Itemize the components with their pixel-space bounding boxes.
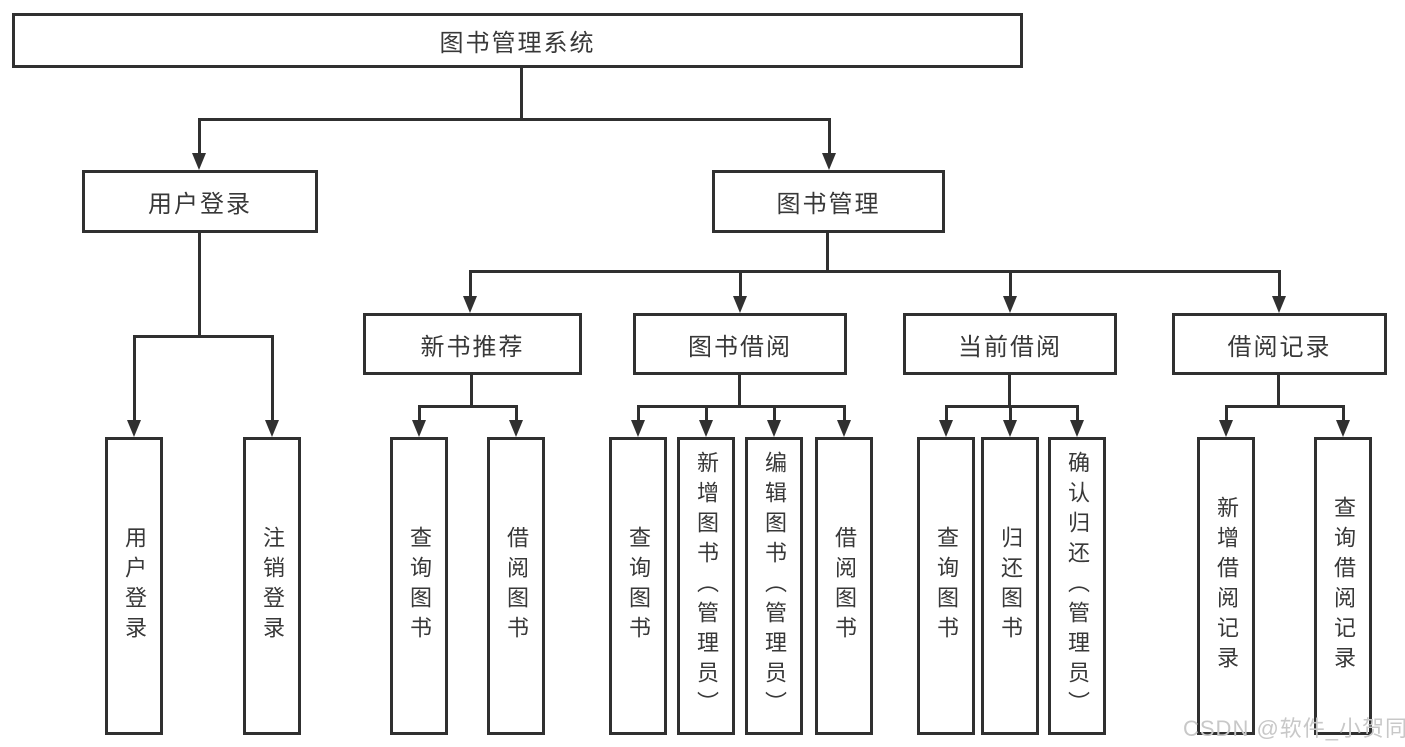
leaf-edit-book-admin-label: 编辑图书（管理员） xyxy=(762,451,787,721)
node-book-management: 图书管理 xyxy=(712,170,945,233)
connector-branch xyxy=(1225,405,1345,408)
connector-child-drop xyxy=(198,118,201,154)
connector-branch xyxy=(133,335,274,338)
connector-branch xyxy=(198,118,831,121)
connector-child-drop xyxy=(739,270,742,297)
node-new-book-recommendation-label: 新书推荐 xyxy=(420,333,525,361)
connector-child-drop xyxy=(773,405,776,421)
leaf-borrow-books-2: 借阅图书 xyxy=(815,437,873,735)
node-user-login-label: 用户登录 xyxy=(148,191,252,218)
leaf-query-borrow-record: 查询借阅记录 xyxy=(1314,437,1372,735)
connector-parent-drop xyxy=(1277,375,1280,407)
node-root: 图书管理系统 xyxy=(12,13,1023,68)
node-book-borrowing: 图书借阅 xyxy=(633,313,847,375)
node-current-borrowing-label: 当前借阅 xyxy=(958,333,1062,361)
arrowhead-down xyxy=(631,420,645,437)
connector-child-drop xyxy=(515,405,518,421)
arrowhead-down xyxy=(733,296,747,313)
node-book-borrowing-label: 图书借阅 xyxy=(688,333,792,361)
leaf-user-login: 用户登录 xyxy=(105,437,163,735)
leaf-query-books-1-label: 查询图书 xyxy=(407,526,432,646)
connector-child-drop xyxy=(1278,270,1281,297)
connector-child-drop xyxy=(271,335,274,421)
connector-child-drop xyxy=(1009,270,1012,297)
connector-child-drop xyxy=(1342,405,1345,421)
leaf-query-borrow-record-label: 查询借阅记录 xyxy=(1331,496,1356,676)
arrowhead-down xyxy=(822,153,836,170)
node-current-borrowing: 当前借阅 xyxy=(903,313,1117,375)
arrowhead-down xyxy=(939,420,953,437)
arrowhead-down xyxy=(1272,296,1286,313)
connector-child-drop xyxy=(1225,405,1228,421)
leaf-logout: 注销登录 xyxy=(243,437,301,735)
node-new-book-recommendation: 新书推荐 xyxy=(363,313,582,375)
connector-child-drop xyxy=(705,405,708,421)
connector-child-drop xyxy=(945,405,948,421)
arrowhead-down xyxy=(1336,420,1350,437)
leaf-query-books-1: 查询图书 xyxy=(390,437,448,735)
connector-child-drop xyxy=(843,405,846,421)
arrowhead-down xyxy=(192,153,206,170)
arrowhead-down xyxy=(463,296,477,313)
arrowhead-down xyxy=(1003,296,1017,313)
leaf-add-book-admin: 新增图书（管理员） xyxy=(677,437,735,735)
leaf-borrow-books-1-label: 借阅图书 xyxy=(504,526,529,646)
arrowhead-down xyxy=(265,420,279,437)
connector-parent-drop xyxy=(1008,375,1011,407)
node-borrowing-records-label: 借阅记录 xyxy=(1227,333,1332,361)
node-book-management-label: 图书管理 xyxy=(776,191,881,218)
connector-branch xyxy=(418,405,518,408)
connector-child-drop xyxy=(1009,405,1012,421)
leaf-query-books-2-label: 查询图书 xyxy=(626,526,651,646)
arrowhead-down xyxy=(1003,420,1017,437)
arrowhead-down xyxy=(127,420,141,437)
leaf-borrow-books-1: 借阅图书 xyxy=(487,437,545,735)
arrowhead-down xyxy=(767,420,781,437)
arrowhead-down xyxy=(1219,420,1233,437)
node-user-login: 用户登录 xyxy=(82,170,318,233)
arrowhead-down xyxy=(509,420,523,437)
leaf-query-books-3: 查询图书 xyxy=(917,437,975,735)
connector-child-drop xyxy=(418,405,421,421)
node-borrowing-records: 借阅记录 xyxy=(1172,313,1387,375)
arrowhead-down xyxy=(1070,420,1084,437)
leaf-borrow-books-2-label: 借阅图书 xyxy=(832,526,857,646)
leaf-confirm-return-admin: 确认归还（管理员） xyxy=(1048,437,1106,735)
connector-parent-drop xyxy=(520,68,523,120)
leaf-return-book-label: 归还图书 xyxy=(998,526,1023,646)
connector-branch xyxy=(945,405,1079,408)
connector-parent-drop xyxy=(198,233,201,337)
connector-branch xyxy=(470,270,1281,273)
leaf-return-book: 归还图书 xyxy=(981,437,1039,735)
connector-child-drop xyxy=(133,335,136,421)
connector-child-drop xyxy=(828,118,831,154)
leaf-confirm-return-admin-label: 确认归还（管理员） xyxy=(1065,451,1090,721)
leaf-add-book-admin-label: 新增图书（管理员） xyxy=(694,451,719,721)
arrowhead-down xyxy=(837,420,851,437)
connector-branch xyxy=(637,405,846,408)
arrowhead-down xyxy=(412,420,426,437)
watermark: CSDN @软件_小贺同学 xyxy=(1183,716,1405,741)
leaf-user-login-label: 用户登录 xyxy=(122,526,147,646)
connector-parent-drop xyxy=(826,233,829,272)
leaf-logout-label: 注销登录 xyxy=(260,526,285,646)
connector-parent-drop xyxy=(470,375,473,407)
connector-child-drop xyxy=(637,405,640,421)
leaf-query-books-2: 查询图书 xyxy=(609,437,667,735)
leaf-add-borrow-record: 新增借阅记录 xyxy=(1197,437,1255,735)
leaf-edit-book-admin: 编辑图书（管理员） xyxy=(745,437,803,735)
arrowhead-down xyxy=(699,420,713,437)
leaf-add-borrow-record-label: 新增借阅记录 xyxy=(1214,496,1239,676)
node-root-label: 图书管理系统 xyxy=(439,30,596,57)
connector-parent-drop xyxy=(738,375,741,407)
leaf-query-books-3-label: 查询图书 xyxy=(934,526,959,646)
connector-child-drop xyxy=(1076,405,1079,421)
connector-child-drop xyxy=(469,270,472,297)
